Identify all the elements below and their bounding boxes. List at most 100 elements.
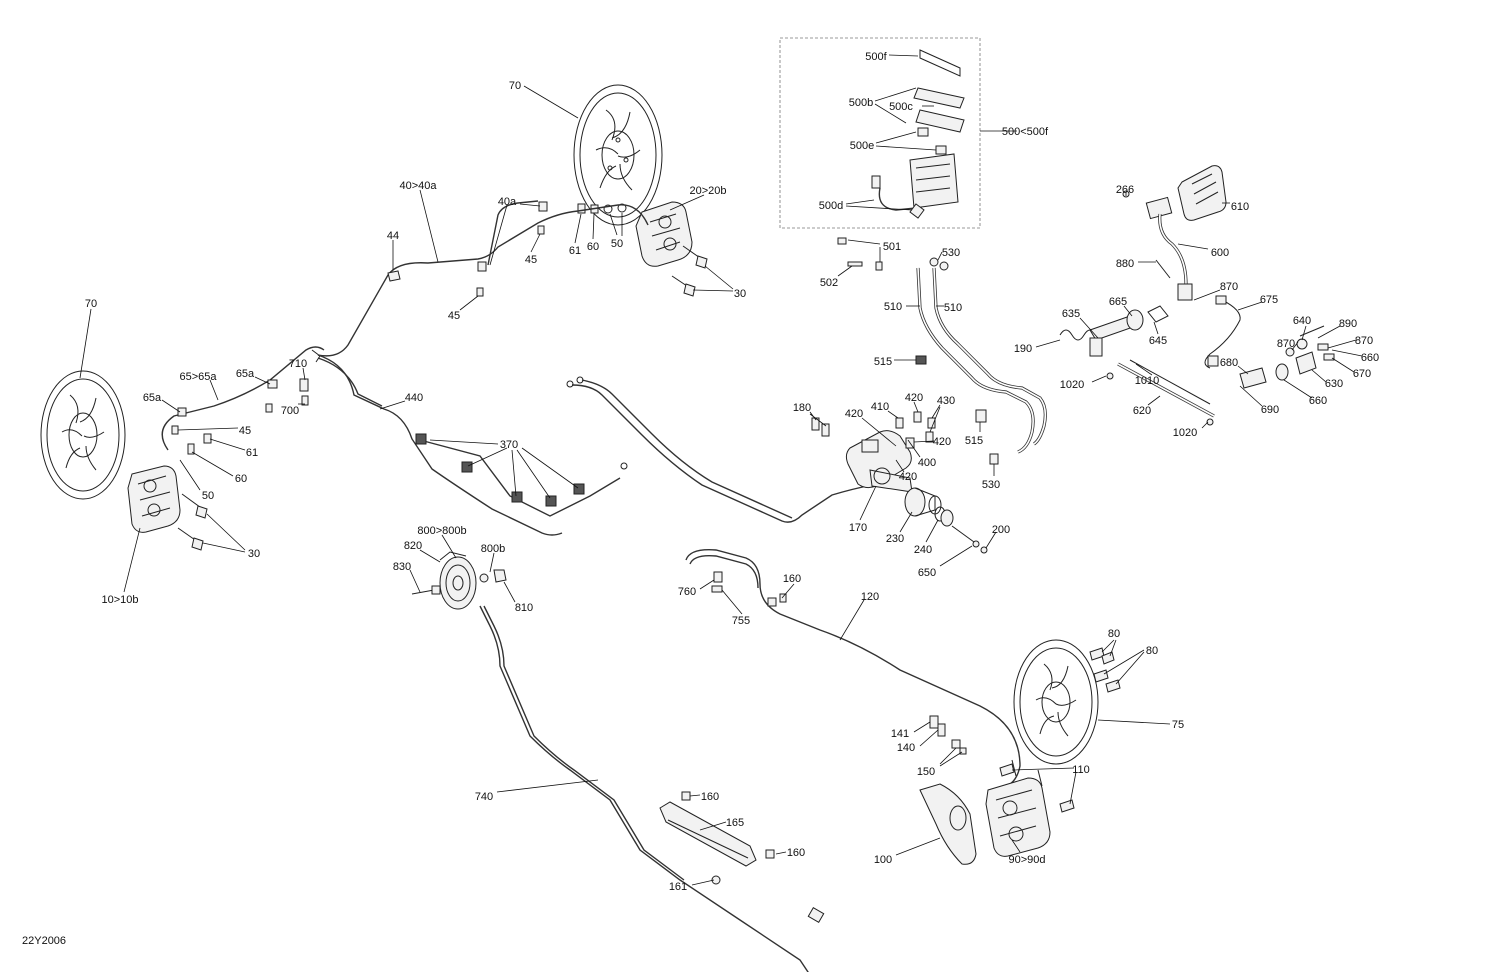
callout-c170: 170 xyxy=(849,522,867,534)
front-caliper-left xyxy=(127,465,181,533)
callout-c165: 165 xyxy=(726,817,744,829)
callout-c515b: 515 xyxy=(965,435,983,447)
callout-c230: 230 xyxy=(886,533,904,545)
callout-c420b: 420 xyxy=(845,408,863,420)
callout-c266: 266 xyxy=(1116,184,1134,196)
pushrod-650 xyxy=(951,525,988,554)
callout-c1020a: 1020 xyxy=(1060,379,1084,391)
callout-c500d: 500d xyxy=(819,200,843,212)
fittings-140-150 xyxy=(929,715,967,755)
callout-c45c: 45 xyxy=(239,425,251,437)
callout-c870c: 870 xyxy=(1355,335,1373,347)
clip-44 xyxy=(387,270,401,282)
callout-leaders xyxy=(79,54,1363,886)
callout-c710: 710 xyxy=(289,358,307,370)
callout-c110: 110 xyxy=(1072,764,1090,776)
front-brake-disc-upper xyxy=(573,84,663,226)
callout-c500b: 500b xyxy=(849,97,873,109)
callout-c510a: 510 xyxy=(884,301,902,313)
callout-c430: 430 xyxy=(937,395,955,407)
callout-c760: 760 xyxy=(678,586,696,598)
pedal-pivot-parts xyxy=(1059,190,1171,357)
callout-c50b: 50 xyxy=(202,490,214,502)
reservoir-hoses-510 xyxy=(916,257,1047,454)
callout-c502: 502 xyxy=(820,277,838,289)
bolts-30-left xyxy=(177,493,208,551)
callout-c30a: 30 xyxy=(734,288,746,300)
callout-c200: 200 xyxy=(992,524,1010,536)
callout-c45a: 45 xyxy=(525,254,537,266)
callout-c60b: 60 xyxy=(235,473,247,485)
callout-c20: 20>20b xyxy=(689,185,726,197)
brake-line-center xyxy=(566,376,873,523)
callout-c90: 90>90d xyxy=(1008,854,1045,866)
callout-c75: 75 xyxy=(1172,719,1184,731)
callout-c630: 630 xyxy=(1325,378,1343,390)
front-caliper-upper xyxy=(635,201,693,267)
callout-c190: 190 xyxy=(1014,343,1032,355)
callout-c240: 240 xyxy=(914,544,932,556)
callout-c65a2: 65a xyxy=(143,392,162,404)
callout-c670: 670 xyxy=(1353,368,1371,380)
callout-c40a: 40a xyxy=(498,196,517,208)
callout-c120: 120 xyxy=(861,591,879,603)
callout-c80b: 80 xyxy=(1146,645,1158,657)
brake-pedal-600 xyxy=(1145,165,1227,301)
callout-c1010: 1010 xyxy=(1135,375,1159,387)
figure-code: 22Y2006 xyxy=(22,935,66,947)
switch-630-690 xyxy=(1239,325,1335,389)
callout-c870b: 870 xyxy=(1277,338,1295,350)
callout-c10: 10>10b xyxy=(101,594,138,606)
callout-c150: 150 xyxy=(917,766,935,778)
callout-c400: 400 xyxy=(918,457,936,469)
callout-c660b: 660 xyxy=(1309,395,1327,407)
rod-620-1010 xyxy=(1106,359,1215,426)
callout-c40: 40>40a xyxy=(399,180,437,192)
reservoir-assembly-500 xyxy=(871,49,965,219)
callout-c141: 141 xyxy=(891,728,909,740)
callout-c420a: 420 xyxy=(905,392,923,404)
callout-c70b: 70 xyxy=(85,298,97,310)
callout-c870a: 870 xyxy=(1220,281,1238,293)
bolts-30-upper xyxy=(671,245,708,297)
callout-c161: 161 xyxy=(669,881,687,893)
callout-c500f: 500f xyxy=(865,51,887,63)
callout-c800b: 800b xyxy=(481,543,505,555)
callout-c65: 65>65a xyxy=(179,371,217,383)
callout-c500c: 500c xyxy=(889,101,913,113)
callout-c1020b: 1020 xyxy=(1173,427,1197,439)
callout-c100: 100 xyxy=(874,854,892,866)
callout-c61b: 61 xyxy=(246,447,258,459)
rear-caliper-90 xyxy=(985,759,1051,857)
bolts-80 xyxy=(1089,647,1121,693)
callout-c140: 140 xyxy=(897,742,915,754)
front-brake-disc-left xyxy=(40,370,126,500)
reservoir-detail-box xyxy=(779,37,981,229)
callout-c755: 755 xyxy=(732,615,750,627)
callout-c645: 645 xyxy=(1149,335,1167,347)
callout-c160c: 160 xyxy=(787,847,805,859)
callout-c650: 650 xyxy=(918,567,936,579)
callout-c500r: 500<500f xyxy=(1002,126,1049,138)
harness-370 xyxy=(415,433,628,517)
callout-c665: 665 xyxy=(1109,296,1127,308)
callout-c620: 620 xyxy=(1133,405,1151,417)
callout-c890: 890 xyxy=(1339,318,1357,330)
callout-c80a: 80 xyxy=(1108,628,1120,640)
callout-c690: 690 xyxy=(1261,404,1279,416)
callout-c530a: 530 xyxy=(942,247,960,259)
sensor-675 xyxy=(1204,295,1241,369)
brake-line-40 xyxy=(317,200,649,357)
callout-c44: 44 xyxy=(387,230,399,242)
callout-c501: 501 xyxy=(883,241,901,253)
callout-c60a: 60 xyxy=(587,241,599,253)
callout-c600: 600 xyxy=(1211,247,1229,259)
callout-c515a: 515 xyxy=(874,356,892,368)
callout-c30b: 30 xyxy=(248,548,260,560)
callout-c410: 410 xyxy=(871,401,889,413)
bracket-165 xyxy=(659,791,775,885)
callout-c820: 820 xyxy=(404,540,422,552)
